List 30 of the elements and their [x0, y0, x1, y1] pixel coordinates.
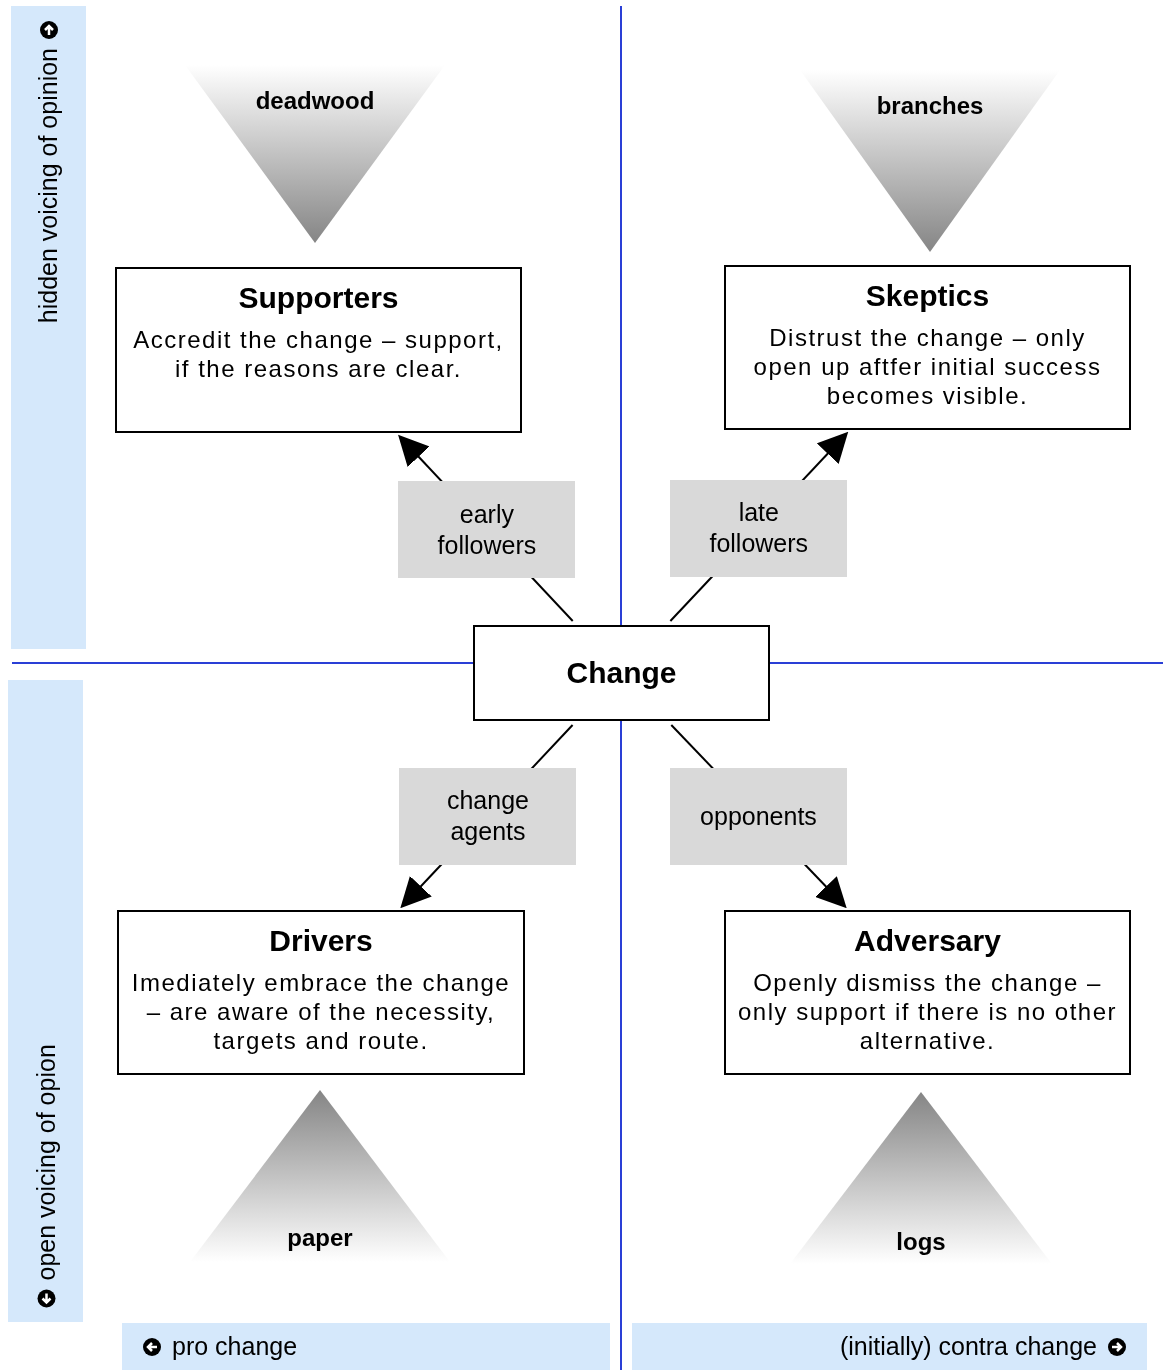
triangle-label: paper — [286, 1224, 354, 1252]
box-heading: Supporters — [238, 281, 399, 315]
axis-label: open voicing of opion — [31, 1043, 60, 1280]
axis-band — [11, 6, 86, 649]
triangle-label: deadwood — [254, 87, 376, 115]
edge-label: late followers — [708, 497, 810, 559]
text-box — [115, 267, 522, 433]
center-box — [473, 625, 770, 721]
box-description: Openly dismiss the change – only support if there is no other alternative. — [737, 968, 1118, 1055]
text-box — [724, 910, 1131, 1075]
axis-label: hidden voicing of opinion — [34, 48, 63, 324]
edge-label: change agents — [445, 785, 530, 847]
box-heading: Adversary — [854, 924, 1001, 958]
edge-label: opponents — [700, 800, 817, 832]
box-description: Distrust the change – only open up aftfer initial success becomes visible. — [752, 323, 1103, 410]
triangle-label: logs — [895, 1228, 947, 1256]
axis-band — [122, 1323, 610, 1370]
axis-label: (initially) contra change — [839, 1332, 1097, 1361]
axis-band — [8, 680, 83, 1322]
text-box — [724, 265, 1131, 430]
edge-label: early followers — [436, 498, 538, 561]
text-box — [117, 910, 525, 1075]
box-description: Imediately embrace the change – are aware of the necessity, targets and route. — [130, 968, 512, 1055]
box-heading: Skeptics — [865, 279, 990, 313]
box-description: Accredit the change – support, if the reasons are clear. — [132, 325, 505, 383]
box-heading: Drivers — [269, 924, 373, 958]
center-label: Change — [566, 656, 677, 690]
axis-label: pro change — [172, 1332, 298, 1361]
triangle-label: branches — [875, 92, 985, 120]
axis-band — [632, 1323, 1147, 1370]
